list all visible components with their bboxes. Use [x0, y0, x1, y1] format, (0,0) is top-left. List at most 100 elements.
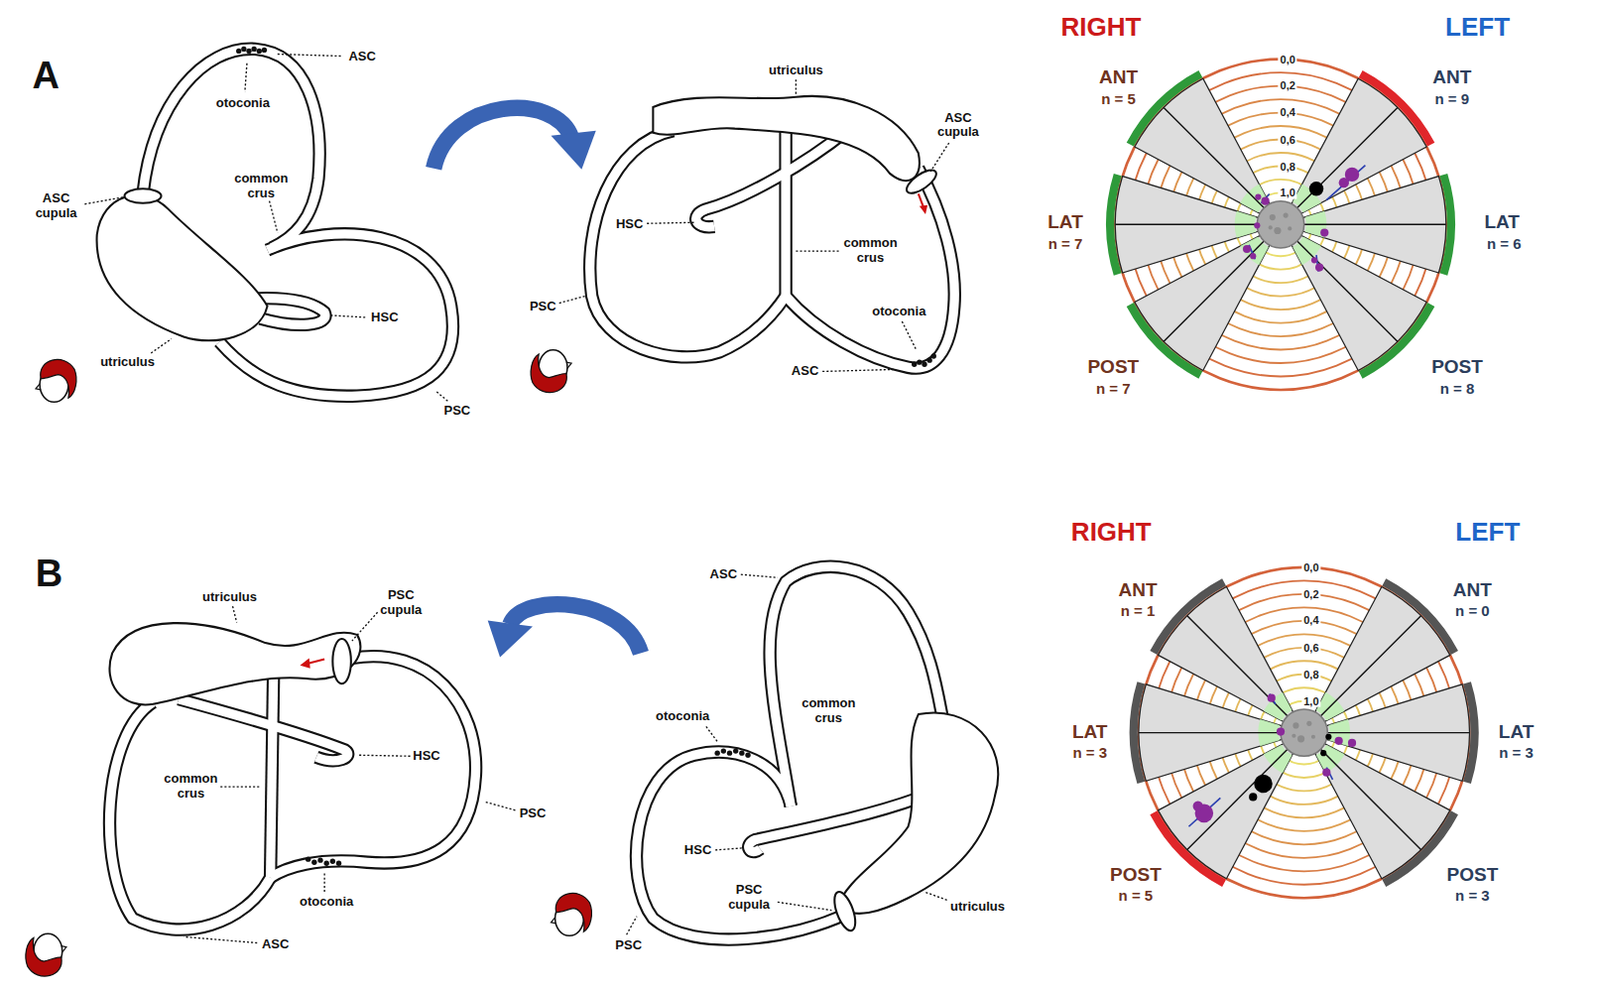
ring-value: 0,2 [1301, 587, 1321, 601]
leader-line [233, 606, 238, 622]
utricle [837, 713, 999, 914]
count-label: n = 7 [1048, 235, 1084, 252]
part-label: HSC [615, 217, 643, 233]
data-point [1348, 738, 1356, 747]
canal-group: LAT [1072, 721, 1108, 743]
head-upright [35, 359, 77, 402]
deflection-arrow [308, 659, 325, 664]
utricle [109, 622, 361, 705]
otoconium [336, 861, 342, 866]
canal-group: ANT [1117, 579, 1157, 602]
part-label: PSC [444, 402, 472, 418]
leader-line [436, 391, 449, 402]
sector-axis [1304, 732, 1471, 734]
common-crus-lumen [780, 130, 790, 302]
otoconium [916, 360, 922, 366]
count-label: n = 3 [1072, 744, 1108, 762]
side-heading: RIGHT [1061, 12, 1142, 43]
leader-line [626, 916, 637, 936]
leader-line [715, 848, 743, 851]
cupula [124, 188, 162, 203]
anterior-canal [110, 702, 271, 930]
data-point [1260, 197, 1269, 206]
sector-band [1463, 681, 1479, 784]
count-label: n = 7 [1096, 379, 1131, 397]
part-label: common crus [162, 771, 219, 802]
leader-line [323, 871, 325, 893]
disk-spot [1269, 214, 1276, 221]
canal-group: ANT [1432, 66, 1472, 89]
common-crus-lumen [270, 673, 274, 878]
leader-line [352, 612, 378, 641]
ring-value: 0,0 [1301, 561, 1321, 575]
data-point [1242, 245, 1251, 253]
otoconia-cluster [911, 353, 937, 368]
count-label: n = 3 [1498, 744, 1534, 762]
deflection-arrow-head [299, 658, 310, 669]
part-label: ASC [710, 567, 738, 583]
otoconium [715, 750, 721, 756]
panel-letter: B [35, 552, 63, 597]
otoconium [330, 859, 336, 864]
otoconium [250, 46, 256, 52]
part-label: common crus [800, 696, 857, 727]
leader-line [822, 369, 896, 371]
otoconium [256, 48, 262, 54]
otoconium [727, 750, 733, 756]
labyrinth-a-inverted [530, 79, 955, 392]
disk-spot [1306, 721, 1312, 727]
leader-line [245, 63, 247, 93]
disk-spot [1292, 722, 1299, 729]
deflection-arrow [918, 193, 924, 207]
sector-band [1126, 70, 1204, 147]
canal-group: POST [1087, 356, 1139, 378]
leader-line [795, 79, 797, 96]
cupula [332, 638, 352, 684]
leader-line [84, 197, 124, 205]
otoconium [926, 357, 932, 363]
polar-chart [1106, 59, 1456, 390]
part-label: ASC [261, 936, 289, 952]
leader-line [150, 339, 172, 354]
part-label: PSC [529, 298, 557, 314]
otoconia-cluster [236, 46, 267, 54]
disk-spot [1287, 226, 1292, 231]
labyrinth-b-inverted [25, 606, 516, 977]
sector-wedge [1280, 224, 1427, 370]
data-point [1311, 256, 1318, 263]
part-label: ASC [348, 48, 375, 64]
sector-wedge [1138, 684, 1305, 781]
otoconia-cluster [715, 747, 751, 757]
posterior-canal [590, 130, 786, 358]
horizontal-canal-lumen [696, 130, 848, 228]
data-point [1253, 774, 1273, 794]
ring-value: 1,0 [1278, 186, 1298, 200]
sector-wedge [1304, 733, 1451, 879]
leader-line [777, 901, 833, 910]
otoconium [733, 747, 739, 753]
head-inverted [25, 933, 67, 977]
ring-value: 0,4 [1278, 106, 1298, 120]
count-label: n = 6 [1486, 235, 1522, 252]
horizontal-canal [178, 699, 349, 761]
count-label: n = 3 [1455, 887, 1490, 905]
leader-line [901, 321, 916, 351]
sector-axis [1163, 107, 1281, 225]
canal-group: ANT [1453, 579, 1492, 602]
leader-line [740, 574, 778, 578]
sector-band [1129, 681, 1146, 784]
ring-value: 0,0 [1278, 52, 1298, 66]
part-label: PSC [519, 805, 547, 821]
otoconia-cluster [305, 856, 342, 865]
leader-line [277, 54, 344, 57]
data-point [1276, 727, 1285, 736]
part-label: ASC cupula [31, 191, 82, 222]
data-point [1325, 734, 1332, 740]
sector-axis [1187, 733, 1305, 851]
ring [1114, 59, 1446, 390]
data-point [1248, 792, 1257, 801]
ring-value: 0,2 [1278, 79, 1298, 93]
data-point [1322, 768, 1331, 777]
side-heading: RIGHT [1071, 517, 1152, 548]
